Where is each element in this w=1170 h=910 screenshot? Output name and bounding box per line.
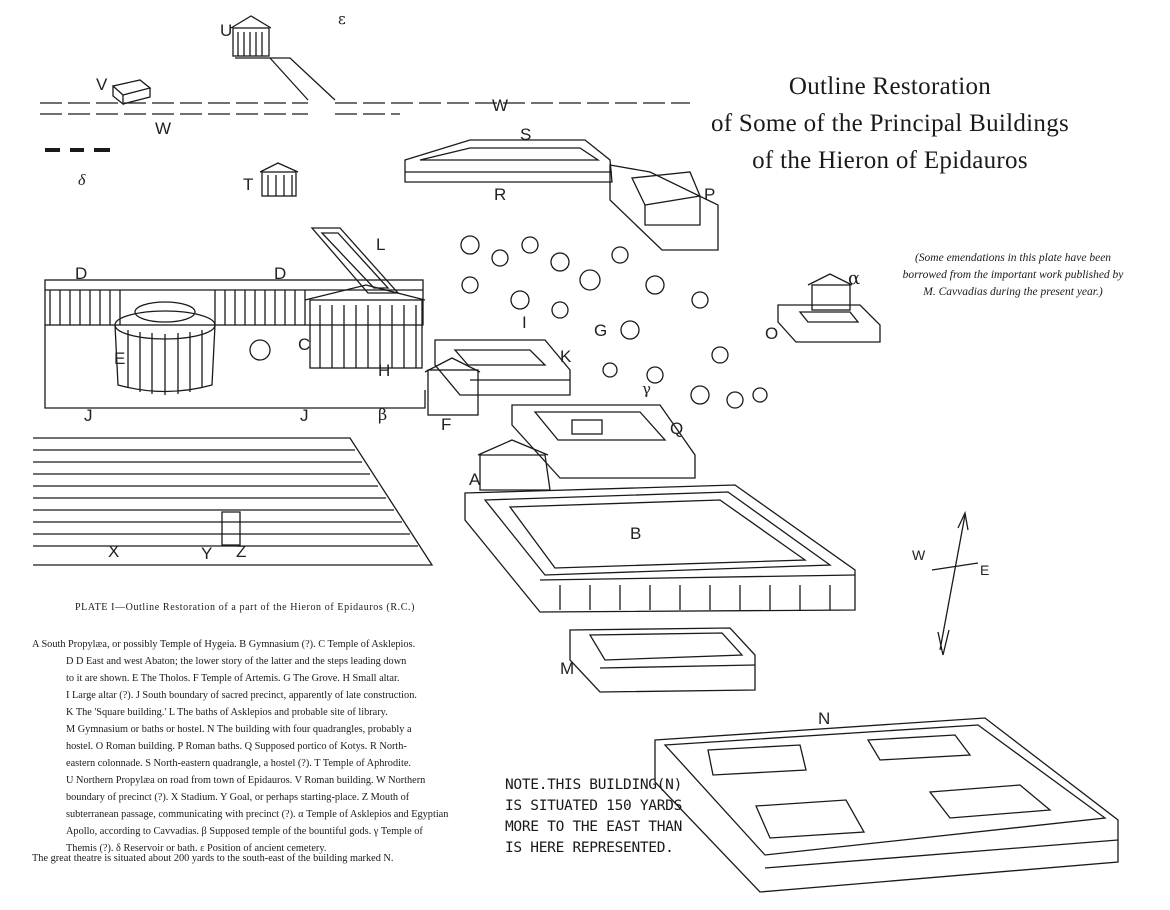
note-line-3: MORE TO THE EAST THAN xyxy=(505,819,683,835)
tholos-e xyxy=(114,301,216,395)
compass xyxy=(931,510,979,656)
label-o: O xyxy=(765,324,779,343)
temple-of-artemis-f xyxy=(424,357,481,416)
emendation-note: (Some emendations in this plate have bee… xyxy=(888,250,1138,301)
key-line: A South Propylæa, or possibly Temple of … xyxy=(32,639,416,650)
label-alpha: α xyxy=(848,268,861,289)
label-g: G xyxy=(594,321,608,340)
key-line: U Northern Propylæa on road from town of… xyxy=(66,775,426,786)
label-r: R xyxy=(494,185,507,204)
label-y: Y xyxy=(201,544,213,563)
roman-building-v xyxy=(111,79,152,106)
square-building-k xyxy=(434,339,571,396)
title-line-1: Outline Restoration xyxy=(788,73,992,100)
key-line: to it are shown. E The Tholos. F Temple … xyxy=(66,673,400,684)
road-to-epidauros xyxy=(235,57,336,101)
label-j-left: J xyxy=(84,406,93,425)
emendation-line-1: (Some emendations in this plate have bee… xyxy=(914,252,1112,264)
label-p: P xyxy=(704,185,716,204)
key-line: M Gymnasium or baths or hostel. N The bu… xyxy=(66,724,412,735)
label-beta: β xyxy=(378,405,388,424)
label-s: S xyxy=(520,125,532,144)
gymnasium-b xyxy=(464,484,856,613)
sacred-precinct-j xyxy=(44,325,426,409)
temple-of-asklepios-c xyxy=(304,284,426,369)
key-line: subterranean passage, communicating with… xyxy=(66,809,449,820)
label-t: T xyxy=(243,175,254,194)
key-line: eastern colonnade. S North-eastern quadr… xyxy=(66,758,411,769)
label-q: Q xyxy=(670,419,684,438)
label-n: N xyxy=(818,709,831,728)
label-gamma: γ xyxy=(642,380,651,398)
label-l: L xyxy=(376,235,386,254)
emendation-line-3: M. Cavvadias during the present year.) xyxy=(923,286,1103,298)
label-epsilon: ε xyxy=(338,10,346,28)
plate-title: Outline Restoration of Some of the Princ… xyxy=(660,68,1120,179)
grove-g xyxy=(249,235,768,409)
key-line: Apollo, according to Cavvadias. β Suppos… xyxy=(66,826,423,837)
northern-propylaea-u xyxy=(230,15,272,57)
label-k: K xyxy=(560,347,572,366)
northern-boundary-w xyxy=(40,102,690,115)
abaton-d xyxy=(44,279,424,326)
label-b: B xyxy=(630,524,642,543)
label-e: E xyxy=(114,349,126,368)
label-x: X xyxy=(108,542,120,561)
key-line: hostel. O Roman building. P Roman baths.… xyxy=(66,741,407,752)
label-delta: δ xyxy=(78,172,86,189)
label-i: I xyxy=(522,313,527,332)
label-c: C xyxy=(298,335,311,354)
title-line-2: of Some of the Principal Buildings xyxy=(710,110,1070,137)
label-d-left: D xyxy=(75,264,88,283)
label-j-right: J xyxy=(300,406,309,425)
stadium-x xyxy=(33,437,434,566)
note-line-2: IS SITUATED 150 YARDS xyxy=(505,798,683,814)
compass-west: W xyxy=(912,547,926,563)
label-v: V xyxy=(96,75,108,94)
label-a: A xyxy=(469,470,481,489)
building-n xyxy=(654,717,1119,893)
label-w-right: W xyxy=(492,96,509,115)
legend-key: A South Propylæa, or possibly Temple of … xyxy=(32,636,497,857)
key-line: boundary of precinct (?). X Stadium. Y G… xyxy=(66,792,410,803)
label-z: Z xyxy=(236,542,247,561)
label-u: U xyxy=(220,21,233,40)
roman-building-o xyxy=(777,304,881,343)
temple-alpha xyxy=(807,273,853,311)
key-line: K The 'Square building.' L The baths of … xyxy=(66,707,388,718)
label-m: M xyxy=(560,659,575,678)
emendation-line-2: borrowed from the important work publish… xyxy=(902,269,1124,281)
title-line-3: of the Hieron of Epidauros xyxy=(752,147,1028,174)
temple-of-aphrodite-t xyxy=(259,162,299,197)
label-f: F xyxy=(441,415,452,434)
gymnasium-m xyxy=(569,627,756,693)
plate-caption: PLATE I—Outline Restoration of a part of… xyxy=(75,602,416,613)
building-n-note: NOTE.THIS BUILDING(N) IS SITUATED 150 YA… xyxy=(505,775,682,859)
north-eastern-colonnade-r xyxy=(404,139,613,183)
label-w-left: W xyxy=(155,119,172,138)
south-propylaea-a xyxy=(477,439,551,491)
key-line: I Large altar (?). J South boundary of s… xyxy=(66,690,417,701)
label-h: H xyxy=(378,361,391,380)
theatre-note: The great theatre is situated about 200 … xyxy=(32,853,394,864)
portico-of-kotys-q xyxy=(511,404,696,479)
compass-east: E xyxy=(980,562,990,578)
note-line-1: NOTE.THIS BUILDING(N) xyxy=(505,777,683,793)
key-line: D D East and west Abaton; the lower stor… xyxy=(66,656,407,667)
key-line: Themis (?). δ Reservoir or bath. ε Posit… xyxy=(66,843,327,854)
note-line-4: IS HERE REPRESENTED. xyxy=(505,840,674,856)
roman-baths-p xyxy=(609,164,719,251)
label-d-right: D xyxy=(274,264,287,283)
